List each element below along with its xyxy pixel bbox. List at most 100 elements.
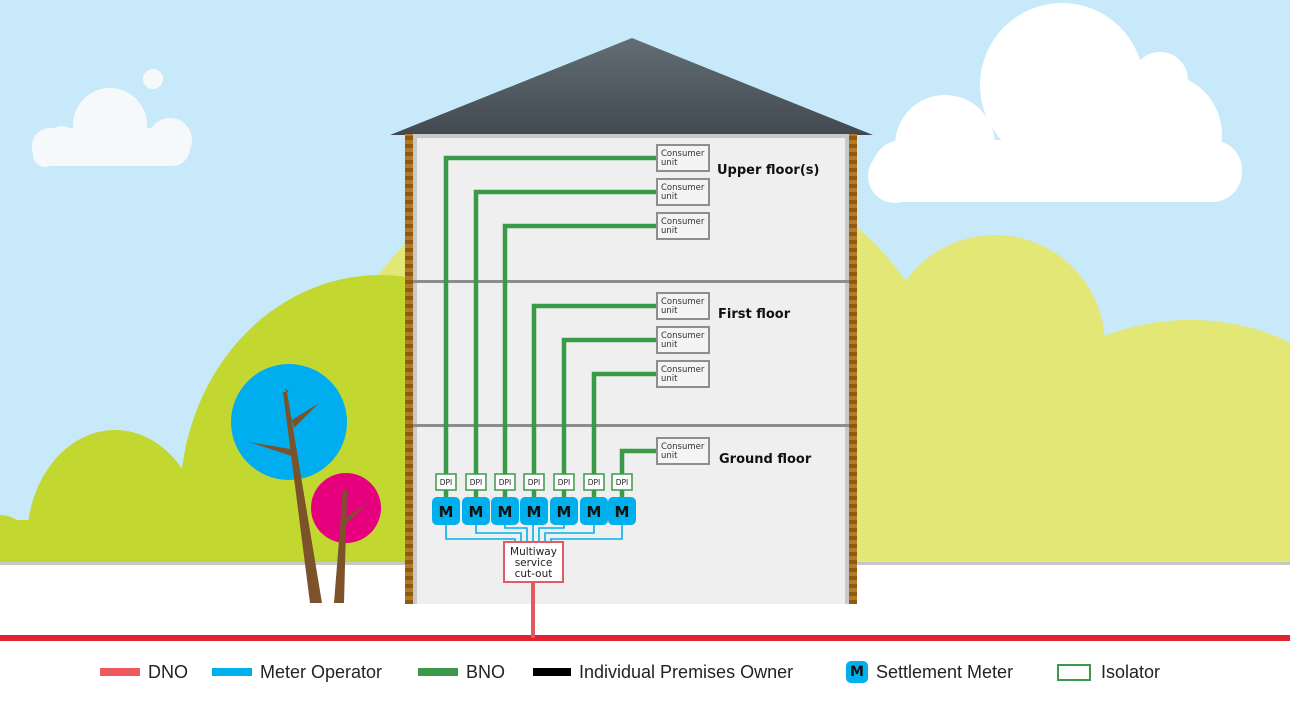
consumer-unit-label: unit [661,226,678,236]
consumer-unit-label: Consumer [661,183,705,193]
cutout-line1: Multiway [510,546,557,558]
bno-cable [531,303,657,474]
cutout-line2: service [515,557,553,569]
dno-swatch-icon [100,668,140,676]
legend-item-owner: Individual Premises Owner [533,656,793,688]
legend-item-bno: BNO [418,656,505,688]
cutout-line3: cut-out [515,568,553,580]
meter-label: M [439,503,454,521]
meter-label: M [557,503,572,521]
wall-right-pole [849,134,857,604]
meter-label: M [587,503,602,521]
settlement-meter: M [550,497,578,525]
settlement-meter: M [462,497,490,525]
legend-label-meter-operator: Meter Operator [260,661,383,682]
bno-cable [443,155,657,474]
isolator: DPI [494,473,516,491]
cloud-left [32,69,192,167]
consumer-unit-label: unit [661,192,678,202]
tree-blue [231,364,347,603]
meter-operator-cable [504,525,528,542]
legend-label-dno: DNO [148,661,188,682]
multiway-service-cutout: Multiway service cut-out [503,541,564,583]
floor-label-ground: Ground floor [719,452,812,467]
isolator-label: DPI [470,478,483,487]
bno-wiring [443,155,657,500]
isolator-label: DPI [528,478,541,487]
legend-label-settlement-meter: Settlement Meter [876,661,1014,682]
consumer-unit-label: Consumer [661,217,705,227]
isolator: DPI [435,473,457,491]
tree-pink [311,473,381,603]
isolator: DPI [523,473,545,491]
floor-label-first: First floor [718,307,791,322]
meter-operator-cable [544,525,595,542]
bno-cable [561,337,657,474]
legend-label-isolator: Isolator [1101,661,1161,682]
legend-item-dno: DNO [100,656,188,688]
bno-cable [619,448,657,474]
isolator-swatch-icon [1057,663,1091,681]
isolator: DPI [611,473,633,491]
roof [390,38,873,135]
isolator: DPI [465,473,487,491]
consumer-unit-label: Consumer [661,442,705,452]
settlement-meter: M [580,497,608,525]
settlement-meter: M [491,497,519,525]
house [390,38,873,604]
meter-operator-cable [475,525,522,542]
isolator: DPI [553,473,575,491]
isolator-label: DPI [499,478,512,487]
consumer-unit-label: Consumer [661,297,705,307]
isolator-label: DPI [616,478,629,487]
bno-cable [591,371,657,474]
meter-label: M [527,503,542,521]
dno-service-cable [531,580,535,638]
bno-cable [473,189,657,474]
meter-label: M [498,503,513,521]
legend-item-isolator: Isolator [1057,656,1160,688]
owner-swatch-icon [533,668,571,676]
settlement-meter: M [520,497,548,525]
consumer-unit-label: unit [661,306,678,316]
consumer-unit-label: Consumer [661,365,705,375]
isolator-label: DPI [558,478,571,487]
legend-label-bno: BNO [466,661,506,682]
consumer-unit-label: unit [661,451,678,461]
isolator: DPI [583,473,605,491]
bno-swatch-icon [418,668,458,676]
meter-operator-swatch-icon [212,668,252,676]
bno-cable [502,223,657,474]
interior [417,138,845,604]
meter-operator-cable [445,525,516,542]
consumer-units: ConsumerunitConsumerunitConsumerunitCons… [656,144,710,465]
cloud-right [868,3,1242,203]
legend: DNO Meter Operator BNO Individual Premis… [0,656,1290,688]
legend-item-meter-operator: Meter Operator [212,656,382,688]
consumer-unit-label: unit [661,340,678,350]
wall-left-pole [405,134,413,604]
isolator-label: DPI [588,478,601,487]
floor-divider-ground [413,424,849,427]
dno-main-cable [0,635,1290,641]
settlement-meter: M [608,497,636,525]
settlement-meter-icon: M [846,661,868,683]
floor-divider-upper [413,280,849,283]
meter-label: M [469,503,484,521]
legend-item-settlement-meter: M Settlement Meter [846,656,1013,688]
building-diagram: ConsumerunitConsumerunitConsumerunitCons… [0,0,1290,656]
legend-label-owner: Individual Premises Owner [579,661,794,682]
consumer-unit-label: unit [661,158,678,168]
consumer-unit-label: Consumer [661,149,705,159]
floor-label-upper: Upper floor(s) [717,163,819,178]
isolator-label: DPI [440,478,453,487]
isolators: DPI DPI DPI DPI DPI DPI DPI [435,473,633,491]
